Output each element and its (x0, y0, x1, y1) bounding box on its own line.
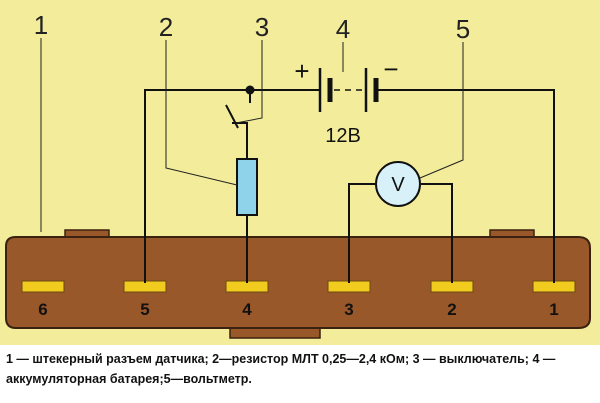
wire-voltmeter-to-pin2 (421, 183, 453, 283)
callout-1: 1 (34, 10, 48, 40)
battery-voltage-label: 12В (325, 125, 361, 147)
battery-minus-sign: − (383, 54, 398, 84)
pin-6: 6 (21, 280, 65, 319)
connector-body (5, 229, 591, 339)
leader-5 (419, 42, 464, 179)
leader-2 (165, 40, 238, 186)
switch-blade (225, 104, 239, 129)
callout-5: 5 (456, 14, 470, 44)
pin-3-label: 3 (344, 300, 353, 319)
wire-pin3-to-voltmeter (348, 183, 375, 283)
pin-2-label: 2 (447, 300, 456, 319)
resistor-body (236, 158, 258, 216)
wiring-diagram: 6 5 4 3 2 1 (5, 10, 591, 339)
pin-1-label: 1 (549, 300, 558, 319)
callout-4: 4 (336, 14, 350, 44)
battery-plus-sign: + (294, 56, 309, 86)
leader-3 (235, 40, 263, 124)
voltmeter-symbol: V (391, 174, 405, 196)
pin-4-label: 4 (242, 300, 252, 319)
pin-5-label: 5 (140, 300, 149, 319)
callout-3: 3 (255, 12, 269, 42)
voltmeter: V (375, 161, 421, 207)
leader-lines (40, 38, 464, 232)
pin-6-label: 6 (38, 300, 47, 319)
wire-switch-to-resistor (232, 122, 248, 160)
figure-caption: 1 — штекерный разъем датчика; 2—резистор… (6, 352, 556, 386)
wire-battery-minus-to-pin1 (378, 89, 555, 283)
callout-2: 2 (159, 12, 173, 42)
battery: + − 12В (294, 54, 398, 147)
switch (225, 85, 255, 129)
